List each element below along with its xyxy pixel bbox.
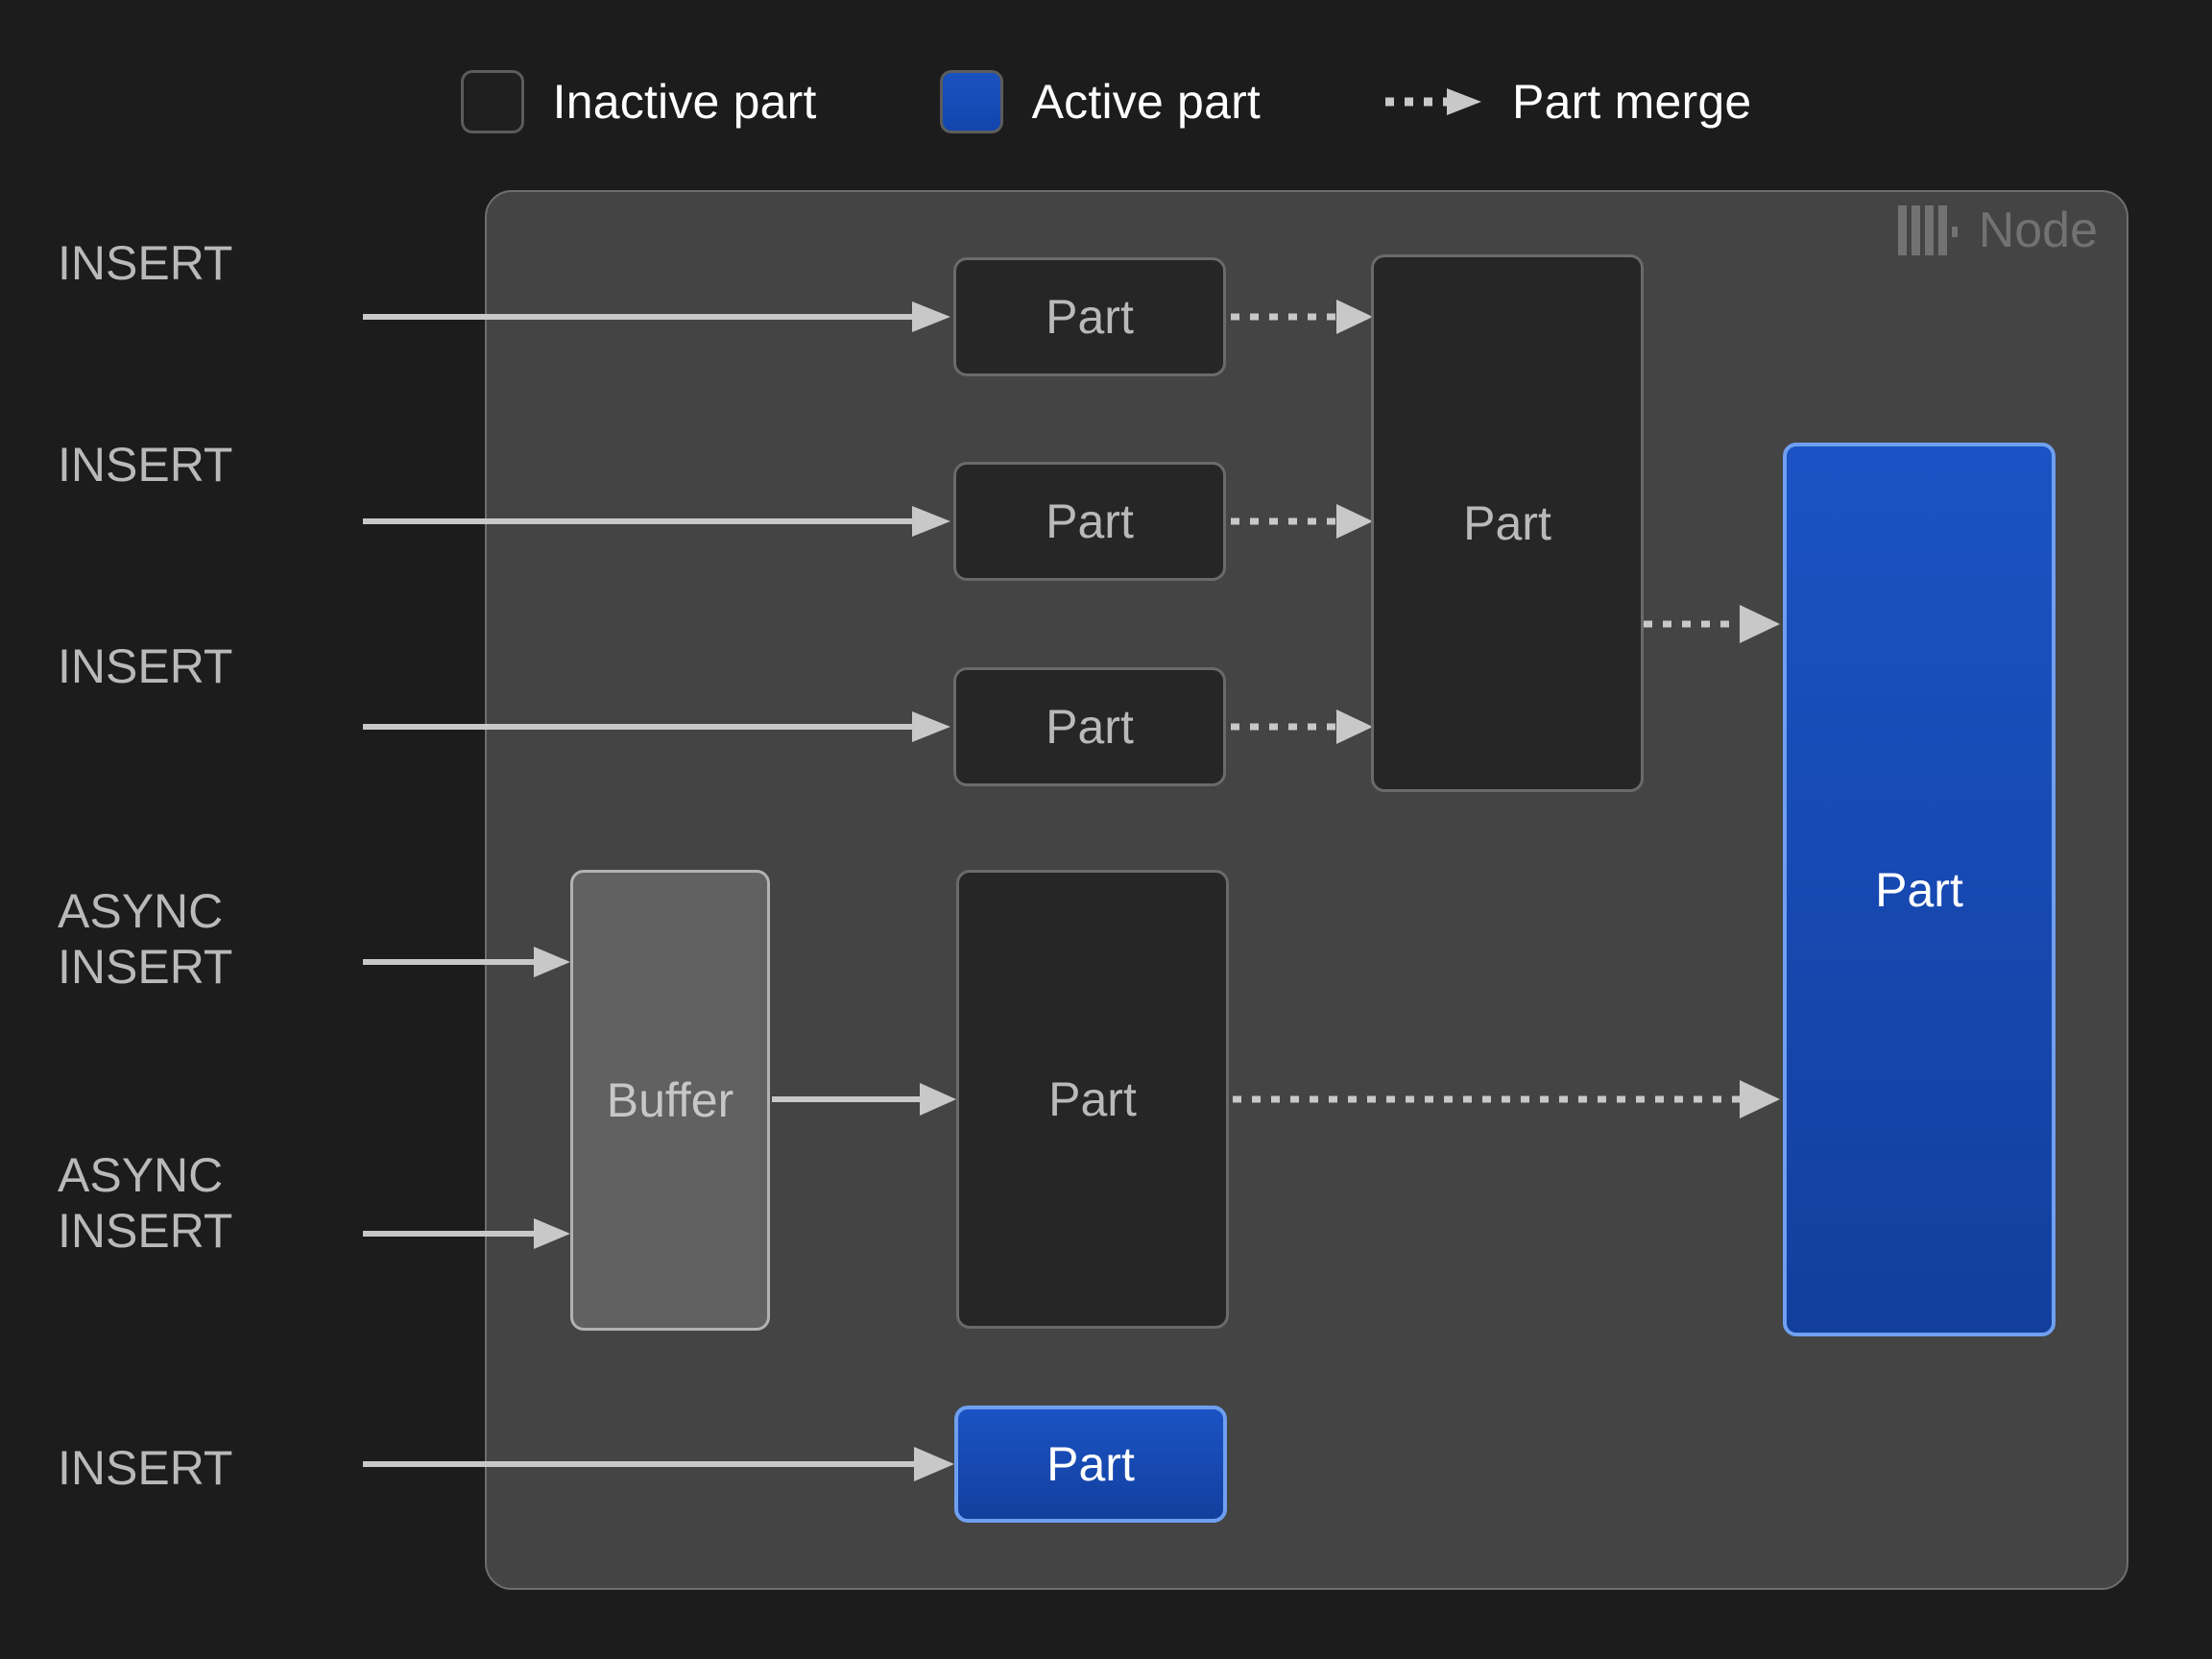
input-label-insert-4: INSERT (58, 1441, 233, 1495)
part-box-label: Part (1048, 1072, 1137, 1126)
node-title: Node (1978, 203, 2098, 258)
clickhouse-logo-icon (1897, 205, 1958, 255)
buffer-box[interactable]: Buffer (570, 870, 770, 1331)
active-part-swatch-icon (939, 70, 1003, 133)
input-label-async-insert-1: ASYNC INSERT (58, 884, 233, 994)
legend-item-part-merge: Part merge (1383, 78, 1751, 126)
part-box-label: Part (1875, 862, 1963, 917)
input-label-insert-1: INSERT (58, 236, 233, 290)
buffer-box-label: Buffer (606, 1073, 734, 1127)
legend-item-active-part: Active part (939, 70, 1262, 133)
part-box-label: Part (1046, 1437, 1135, 1491)
part-box-small-2[interactable]: Part (953, 462, 1226, 581)
input-label-async-insert-2: ASYNC INSERT (58, 1148, 233, 1258)
inactive-part-swatch-icon (460, 70, 524, 133)
part-box-active-large[interactable]: Part (1783, 443, 2056, 1336)
legend-label-inactive-part: Inactive part (552, 75, 817, 129)
part-box-merged-mid[interactable]: Part (1371, 254, 1644, 792)
part-box-from-buffer[interactable]: Part (956, 870, 1229, 1329)
part-box-small-3[interactable]: Part (953, 667, 1226, 786)
node-header: Node (1897, 203, 2098, 258)
legend-item-inactive-part: Inactive part (460, 70, 817, 133)
part-box-active-small[interactable]: Part (954, 1406, 1227, 1523)
input-label-insert-3: INSERT (58, 639, 233, 693)
dashed-arrow-icon (1385, 88, 1482, 115)
legend-label-active-part: Active part (1031, 75, 1262, 129)
part-box-label: Part (1046, 290, 1134, 344)
part-box-label: Part (1046, 700, 1134, 754)
input-label-insert-2: INSERT (58, 438, 233, 492)
legend-label-part-merge: Part merge (1512, 75, 1752, 129)
legend: Inactive part Active part Part merge (0, 56, 2212, 148)
part-box-label: Part (1463, 496, 1551, 550)
part-box-label: Part (1046, 494, 1134, 548)
part-box-small-1[interactable]: Part (953, 257, 1226, 376)
